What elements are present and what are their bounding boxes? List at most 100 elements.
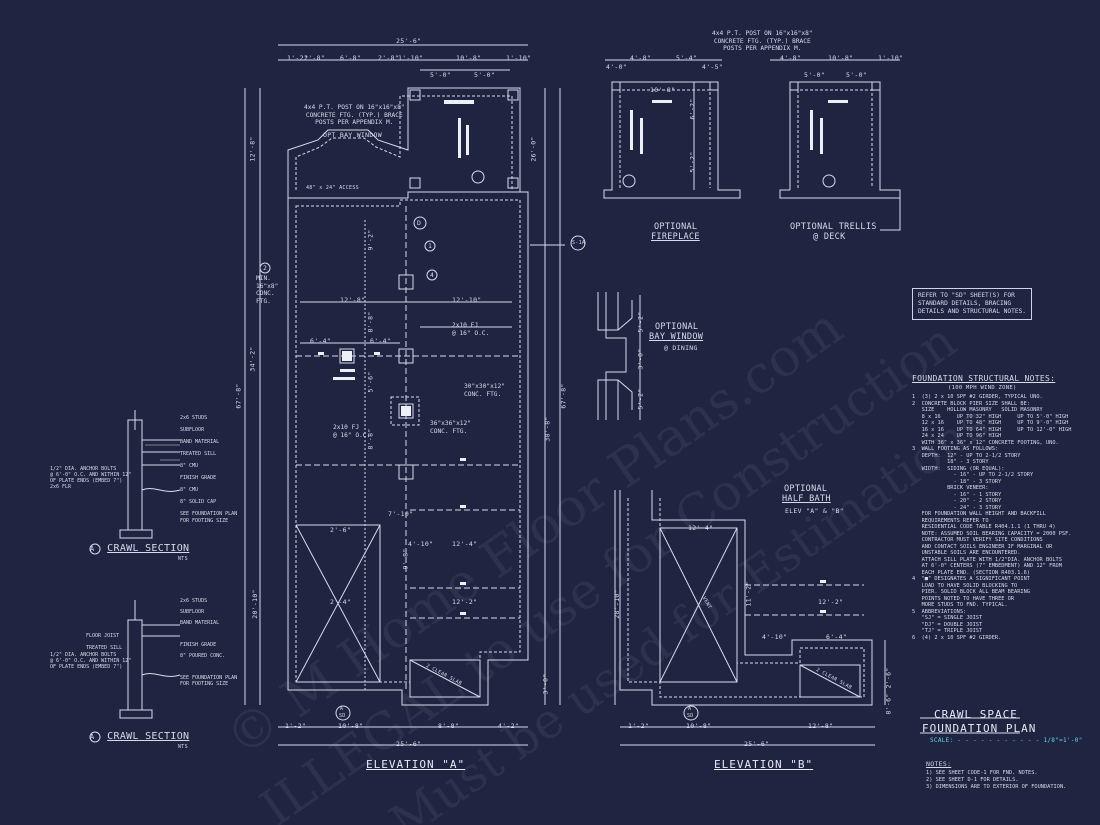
dim-right-seg: 38'-8" (543, 416, 552, 442)
post-note-b: 4x4 P.T. POST ON 16"x16"x8"CONCRETE FTG.… (712, 30, 813, 53)
foundation-note-line: LOAD TO HAVE SOLID BLOCKING TO (912, 582, 1018, 589)
porch-post (409, 177, 421, 189)
callout-2: 2 (263, 264, 268, 272)
dim-half-bath: 12'-4" (688, 524, 714, 532)
dim-fireplace: 6'-2" (688, 98, 697, 120)
dim-fireplace: 4'-0" (606, 63, 628, 71)
dim-bay: 5'-2" (636, 311, 645, 333)
dim-interior: 6'-4" (370, 337, 392, 345)
note-item: 2) SEE SHEET D-1 FOR DETAILS. (926, 777, 1019, 783)
slab-area (409, 659, 481, 698)
crawl-section-1-name: CRAWL SECTION (107, 543, 190, 554)
foundation-note-line: AND CONTACT SOILS ENGINEER IF MARGINAL O… (912, 543, 1053, 550)
cross-line (659, 527, 738, 683)
half-bath-title-1: OPTIONAL (784, 484, 828, 494)
cross-line (799, 664, 861, 698)
crawl-section-1-title: A CRAWL SECTION (90, 543, 189, 554)
bay-title-1: OPTIONAL (655, 322, 699, 332)
post-note-a: 4x4 P.T. POST ON 16"x16"x8"CONCRETE FTG.… (304, 104, 405, 127)
scale-dashes: - - - - - - - - - - - (957, 737, 1044, 744)
dim-half-bath: 12'-2" (818, 598, 844, 606)
dim-fireplace: 4'-5" (702, 63, 724, 71)
bay-outline (597, 292, 633, 420)
foundation-note-line: WITH 36" x 36" x 12" CONCRETE FOOTING, U… (912, 439, 1059, 446)
dim-trellis: 5'-0" (846, 71, 868, 79)
crawl-section-2-tag: A (90, 733, 95, 741)
notes-list: 1) SEE SHEET CODE-1 FOR FND. NOTES. 2) S… (926, 770, 1066, 791)
section-callout-circle (683, 705, 699, 721)
bay-outline-2 (605, 292, 627, 420)
min-footing-note: MIN.16"x8"CONC.FTG. (256, 275, 279, 305)
foundation-note-line: "SJ" = SINGLE JOIST (912, 615, 983, 621)
crawl-section-2-labels: 2x6 STUDS SUBFLOOR BAND MATERIAL FINISH … (180, 598, 238, 687)
plan-b-inner-wall (627, 498, 865, 698)
foundation-note-line: 12 x 16 UP TO 48" HIGH UP TO 9'-0" HIGH (912, 420, 1069, 426)
crawl-section-1-labels: 2x6 STUDS SUBFLOOR BAND MATERIAL TREATED… (180, 415, 238, 524)
dim-trellis: 10'-8" (828, 54, 854, 62)
section-callout-circle (570, 235, 586, 251)
foundation-note-line: REQUIREMENTS REFER TO (912, 517, 989, 524)
foundation-note-line: CONTRACTOR MUST VERIFY SITE CONDITIONS (912, 537, 1043, 543)
fireplace-title-1: OPTIONAL (654, 222, 698, 232)
elevation-a-title: ELEVATION "A" (366, 758, 466, 771)
slab-area-b (799, 664, 861, 698)
foundation-note-line: AT 6'-0" CENTERS (7" EMBEDMENT) AND 12" … (912, 563, 1062, 569)
plan-a-porch-outline (287, 87, 521, 198)
plan-a-outer-wall (287, 191, 529, 706)
dim-top-seg: 1'-10" (398, 54, 424, 62)
fireplace-post (709, 81, 719, 91)
cross-line (409, 659, 481, 698)
crawl-area (296, 524, 381, 683)
callout-detail-letter: D (417, 219, 422, 227)
scale-label: SCALE: (930, 737, 954, 744)
dim-left-seg: 20'-10" (250, 589, 259, 619)
dim-top-seg: 2'-8" (378, 54, 400, 62)
dim-interior: 12'-10" (452, 296, 482, 304)
bay-title-3: @ DINING (664, 344, 698, 352)
note-callout-circle (259, 262, 271, 274)
title-line-2: FOUNDATION PLAN (922, 722, 1037, 735)
dim-bottom-overall: 25'-6" (744, 740, 770, 748)
foundation-note-line: 4 "■" DESIGNATES A SIGNIFICANT POINT (912, 576, 1030, 582)
foundation-note-line: PIER. SOLID BLOCK ALL BEAM BEARING (912, 589, 1030, 595)
dim-bottom-seg: 4'-2" (498, 722, 520, 730)
dim-interior: 5'-6" (366, 371, 375, 393)
dim-half-bath: 4'-10" (762, 633, 788, 641)
dim-right-seg: 3'-0" (541, 673, 550, 695)
foundation-note-line: 18" - 3 STORY (912, 459, 989, 465)
section-leaders (145, 444, 180, 461)
dim-half-bath: 28'-10" (612, 589, 621, 619)
opt-bay-window-label: OPT BAY WINDOW (323, 131, 382, 139)
crawl-section-1-tag: A (90, 545, 95, 553)
bay-title-2: BAY WINDOW (649, 332, 704, 342)
dim-bottom-seg: 8'-8" (438, 722, 460, 730)
foundation-note-line: 8 x 16 UP TO 32" HIGH UP TO 5'-0" HIGH (912, 413, 1069, 420)
section-callout-circle (471, 170, 485, 184)
pier (398, 274, 414, 290)
dim-fireplace: 4'-8" (630, 54, 652, 62)
dim-half-bath: 2'-6" (884, 667, 893, 689)
foundation-note-line: 5 ABBREVIATIONS: (912, 608, 967, 615)
section-tag-circle (89, 731, 101, 743)
fireplace-post (611, 81, 621, 91)
section-callout-circle (622, 174, 636, 188)
dim-half-bath: 6'-4" (826, 633, 848, 641)
foundation-note-line: - 20" - 2 STORY (912, 498, 1002, 504)
foundation-note-line: ATTACH SILL PLATE WITH 1/2"DIA. ANCHOR B… (912, 556, 1062, 563)
trellis-post (789, 81, 799, 91)
pier (398, 403, 414, 419)
dim-half-bath: 11'-2" (744, 581, 753, 607)
dim-right-seg: 26'-0" (529, 136, 538, 162)
dim-trellis: 1'-10" (878, 54, 904, 62)
trellis-title-1: OPTIONAL TRELLIS (790, 222, 877, 232)
callout-4: 4 (430, 271, 435, 279)
crawl-section-2-lines (119, 600, 181, 719)
foundation-note-line: EACH PLATE END. (SECTION R403.1.6) (912, 569, 1030, 576)
dim-porch-seg: 5'-0" (430, 71, 452, 79)
dim-bottom-seg: 12'-8" (808, 722, 834, 730)
dim-bottom-overall: 25'-6" (396, 740, 422, 748)
fireplace-inner (619, 89, 711, 188)
elevation-b-title: ELEVATION "B" (714, 758, 814, 771)
dim-interior: 12'-4" (452, 540, 478, 548)
dim-interior: 2'-6" (330, 526, 352, 534)
